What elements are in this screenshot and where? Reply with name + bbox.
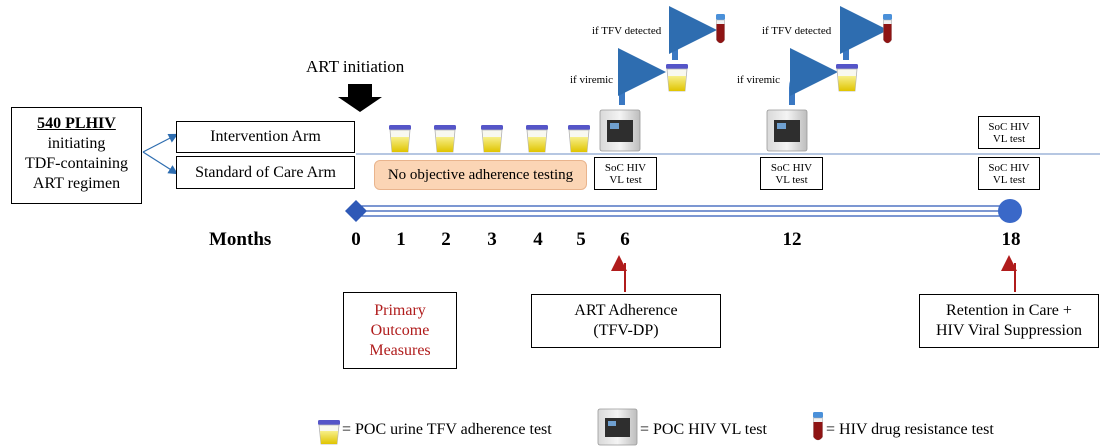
soc-vl-line-2: VL test [609,174,642,186]
viremic-curve-6 [618,48,666,105]
vl-machine-icon [766,109,808,152]
urine-cup-icon [481,125,503,153]
adherence-outcome-box: ART Adherence (TFV-DP) [531,294,721,348]
viremic-curve-12 [789,48,838,105]
population-line-3: ART regimen [32,175,121,192]
timeline-start-diamond [345,200,367,222]
no-testing-label: No objective adherence testing [387,167,574,183]
month-tick-2: 2 [441,229,451,250]
blood-tube-icon [883,14,892,44]
legend-vl-icon [597,408,638,446]
soc-vl-line-1: SoC HIV [770,162,813,174]
primary-outcome-line-1: Primary [374,302,426,319]
timeline-end-circle [998,199,1022,223]
art-initiation-label: ART initiation [306,57,405,76]
adherence-line-2: (TFV-DP) [593,322,659,339]
retention-line-2: HIV Viral Suppression [936,322,1082,339]
tfv-curve-6 [669,6,717,60]
branch-arrows [142,133,179,175]
month-tick-5: 5 [576,229,586,250]
no-testing-banner: No objective adherence testing [374,160,587,190]
soc-vl-line-2: VL test [992,133,1026,145]
soc-vl-line-2: VL test [775,174,808,186]
if-viremic-label-6: if viremic [570,74,614,86]
art-initiation-arrow [338,84,382,112]
soc-vl-line-2: VL test [992,174,1026,186]
month-tick-0: 0 [351,229,361,250]
population-count: 540 PLHIV [37,115,116,132]
blood-tube-icon [716,14,725,44]
legend-vl-label: = POC HIV VL test [640,421,767,438]
primary-outcome-line-2: Outcome [370,322,430,339]
urine-cup-icon [389,125,411,153]
adherence-line-1: ART Adherence [574,302,678,319]
soc-vl-box-month-18-standard: SoC HIV VL test [978,157,1040,190]
standard-arm-label: Standard of Care Arm [195,164,336,181]
tfv-curve-12 [840,6,888,60]
month-tick-1: 1 [396,229,406,250]
retention-line-1: Retention in Care + [946,302,1072,319]
urine-cup-icon [526,125,548,153]
soc-vl-line-1: SoC HIV [604,162,647,174]
population-line-1: initiating [47,135,106,152]
retention-outcome-box: Retention in Care + HIV Viral Suppressio… [919,294,1099,348]
month-tick-6: 6 [620,229,630,250]
month-tick-3: 3 [487,229,497,250]
urine-cup-icon [836,64,858,92]
legend-urine-label: = POC urine TFV adherence test [342,421,552,438]
intervention-arm-label: Intervention Arm [210,128,321,145]
legend-resistance-label: = HIV drug resistance test [826,421,994,438]
primary-outcome-box: Primary Outcome Measures [343,292,457,369]
month-tick-18: 18 [1001,229,1021,250]
months-label: Months [209,229,272,250]
soc-vl-box-month-18-intervention: SoC HIV VL test [978,116,1040,149]
soc-vl-box-month-12: SoC HIV VL test [760,157,823,190]
if-tfv-label-12: if TFV detected [762,25,832,37]
timeline-bar [356,205,1010,217]
legend-blood-tube-icon [813,412,823,441]
soc-vl-box-month-6: SoC HIV VL test [594,157,657,190]
if-tfv-label-6: if TFV detected [592,25,662,37]
if-viremic-label-12: if viremic [737,74,781,86]
legend-urine-icon [318,420,340,445]
urine-cup-icon [666,64,688,92]
primary-outcome-line-3: Measures [369,342,431,359]
intervention-arm-box: Intervention Arm [176,121,355,153]
urine-cup-icon [568,125,590,153]
standard-arm-box: Standard of Care Arm [176,156,355,189]
month-tick-12: 12 [782,229,802,250]
soc-vl-line-1: SoC HIV [988,121,1030,133]
soc-vl-line-1: SoC HIV [988,162,1030,174]
population-line-2: TDF-containing [24,155,129,172]
vl-machine-icon [599,109,641,152]
month-tick-4: 4 [533,229,543,250]
urine-cup-icon [434,125,456,153]
population-box: 540 PLHIV initiating TDF-containing ART … [11,107,142,204]
